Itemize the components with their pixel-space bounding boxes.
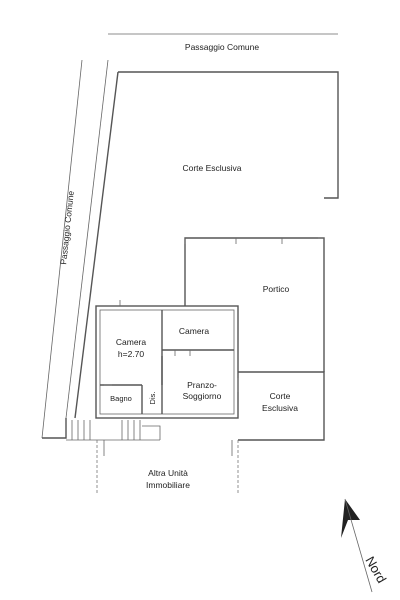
portico-outline xyxy=(184,237,325,372)
altra-unita-label-2: Immobiliare xyxy=(146,480,190,490)
portico-label: Portico xyxy=(263,284,290,294)
north-label: Nord xyxy=(362,554,389,586)
pranzo-label-2: Soggiorno xyxy=(183,391,222,401)
entrance-ledge xyxy=(142,425,161,440)
passaggio-comune-left-label: Passaggio Comune xyxy=(58,190,76,265)
passaggio-comune-left-line-outer xyxy=(41,59,83,439)
corte-esclusiva-boundary xyxy=(118,71,339,199)
camera-2-label: Camera xyxy=(179,326,210,336)
altra-unita-label-1: Altra Unità xyxy=(148,468,188,478)
corte-esclusiva-2-boundary xyxy=(238,371,325,441)
corte-esclusiva-label: Corte Esclusiva xyxy=(182,163,241,173)
passaggio-comune-left-line-inner xyxy=(65,59,109,419)
corte-esclusiva-2-label-1: Corte xyxy=(270,391,291,401)
north-arrow-shaft xyxy=(344,498,373,593)
camera-1-height: h=2.70 xyxy=(118,349,145,359)
house-outline xyxy=(95,305,239,419)
corte-esclusiva-left-boundary xyxy=(74,71,119,419)
pranzo-label-1: Pranzo- xyxy=(187,380,217,390)
passaggio-comune-top-label: Passaggio Comune xyxy=(185,42,259,52)
bagno-label: Bagno xyxy=(110,394,132,403)
house-inner-outline xyxy=(99,309,235,415)
corte-esclusiva-2-label-2: Esclusiva xyxy=(262,403,298,413)
dis-label: Dis. xyxy=(148,392,157,405)
ground-line xyxy=(42,418,67,439)
camera-1-label: Camera xyxy=(116,337,147,347)
